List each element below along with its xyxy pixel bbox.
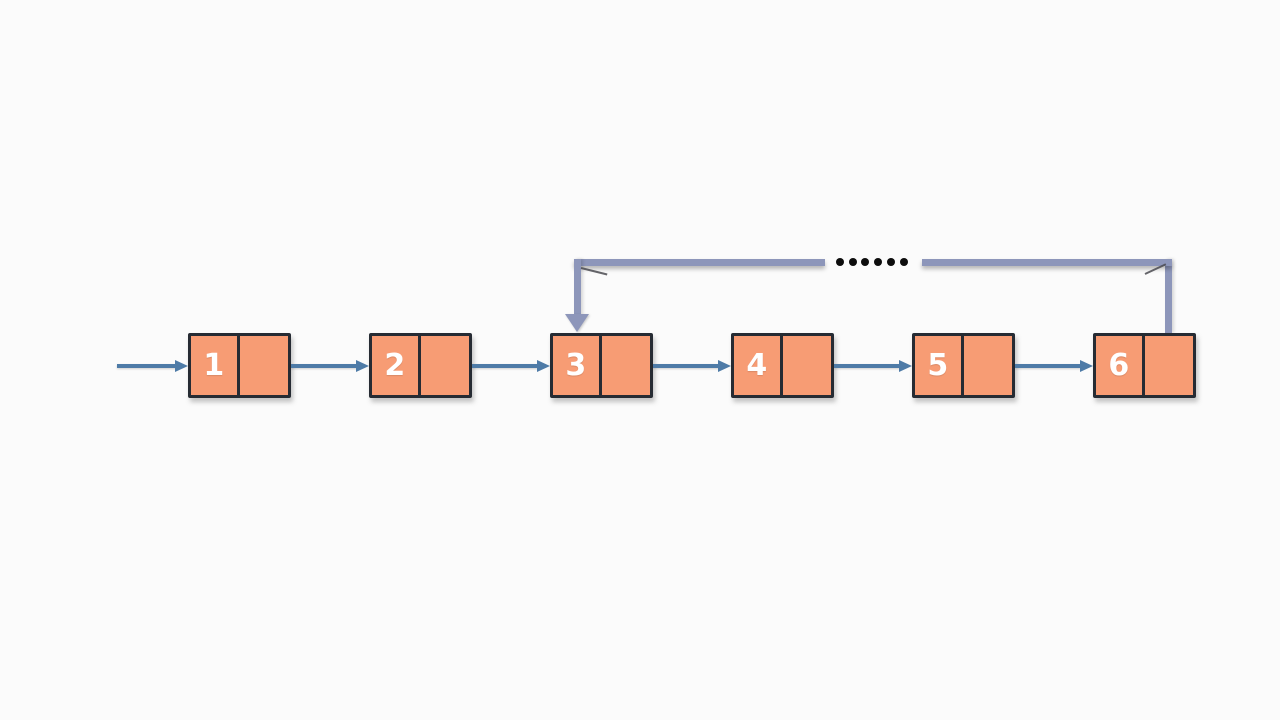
node-value: 4 [746,347,768,383]
arrow-shaft [653,364,720,368]
node-next-pointer-cell [1145,336,1194,395]
left-corner-tick-mark [580,267,608,276]
node-next-pointer-cell [964,336,1013,395]
node-next-pointer-cell [421,336,470,395]
node-value-cell: 4 [734,336,783,395]
arrow-head-icon [356,360,369,372]
node-value: 1 [203,347,225,383]
node-value-cell: 3 [553,336,602,395]
node-value-cell: 5 [915,336,964,395]
list-node-5: 5 [912,333,1015,398]
arrow-head-icon [1080,360,1093,372]
ellipsis-dot [874,258,883,266]
cycle-edge-top-right-segment [922,259,1172,266]
node-value-cell: 1 [191,336,240,395]
node-next-pointer-cell [602,336,651,395]
arrow-shaft [117,364,177,368]
node-value: 6 [1108,347,1130,383]
node-value-cell: 2 [372,336,421,395]
node-value-cell: 6 [1096,336,1145,395]
ellipsis-dot [886,258,895,266]
node-next-pointer-cell [240,336,289,395]
arrow-head-icon [718,360,731,372]
cycle-edge-left-vertical [574,259,581,316]
node-value: 2 [384,347,406,383]
arrow-shaft [834,364,901,368]
cycle-edge-right-vertical [1165,259,1172,333]
ellipsis-dot [848,258,857,266]
arrow-head-icon [175,360,188,372]
list-node-2: 2 [369,333,472,398]
cycle-edge-top-left-segment [574,259,825,266]
list-node-1: 1 [188,333,291,398]
ellipsis-dot [861,258,870,266]
list-node-3: 3 [550,333,653,398]
arrow-shaft [472,364,539,368]
list-node-4: 4 [731,333,834,398]
node-next-pointer-cell [783,336,832,395]
arrow-shaft [291,364,358,368]
node-value: 3 [565,347,587,383]
ellipsis-dot [899,258,908,266]
cycle-arrow-head-icon [565,314,589,332]
arrow-shaft [1015,364,1082,368]
list-node-6: 6 [1093,333,1196,398]
arrow-head-icon [899,360,912,372]
node-value: 5 [927,347,949,383]
ellipsis-dot [836,258,844,266]
arrow-head-icon [537,360,550,372]
